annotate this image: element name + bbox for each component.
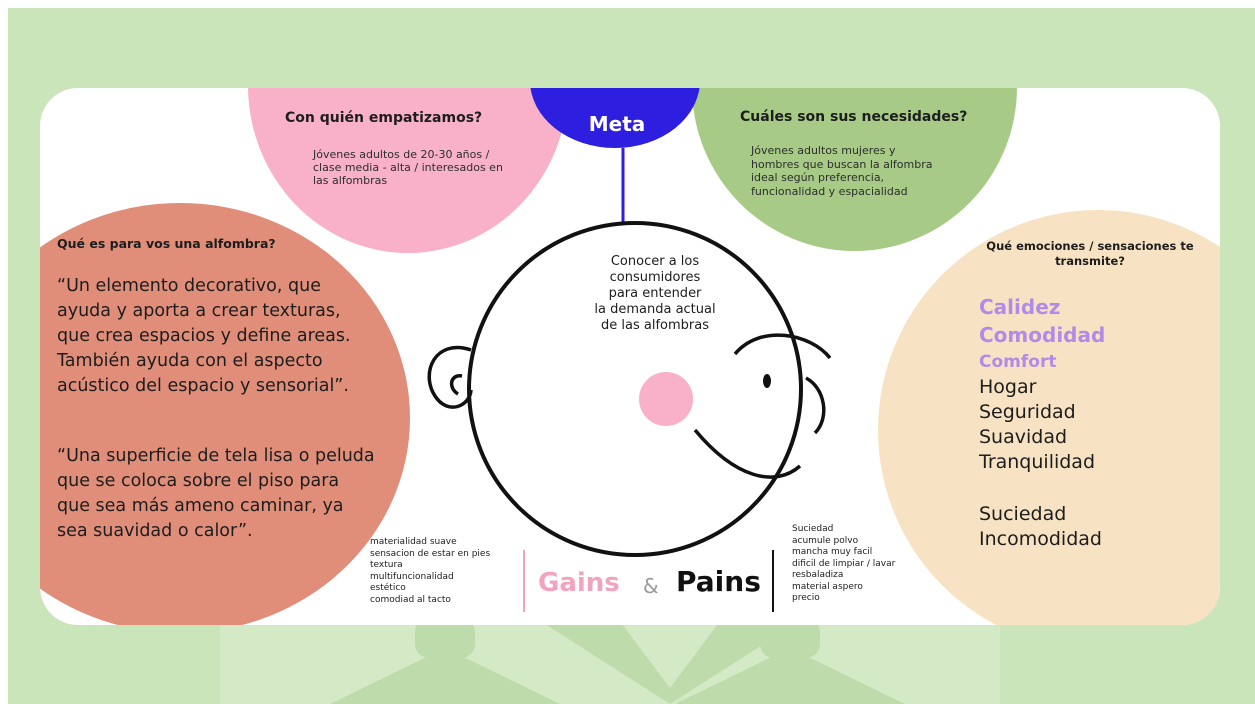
emotion-item: Hogar [979,376,1037,398]
pain-item: dificil de limpiar / lavar [792,558,896,569]
empathy-line: las alfombras [313,174,388,187]
empathy-line: Jóvenes adultos de 20-30 años / [313,148,490,161]
goal-line: consumidores [609,270,701,285]
empathy-map-card: Con quién empatizamos? Jóvenes adultos d… [40,88,1220,625]
gain-item: textura [370,560,403,570]
pain-item: mancha muy facil [792,547,873,557]
gain-item: estético [370,583,406,593]
pain-item: material aspero [792,581,863,592]
rug-definition-circle [40,203,410,625]
ear-left [427,346,473,409]
eye [763,374,771,388]
rug-quote-1: “Un elemento decorativo, que ayuda y apo… [57,276,351,396]
face-illustration [427,148,832,557]
pains-divider [772,550,774,612]
nose [639,372,693,426]
gains-label: Gains [538,568,620,598]
ear-right [805,376,826,435]
rug-question-title: Qué es para vos una alfombra? [57,236,276,251]
gain-item: materialidad suave [370,537,457,547]
eyebrow [733,333,832,360]
emotion-item: Suciedad [979,503,1067,525]
emotion-item: Incomodidad [979,528,1102,550]
goal-line: de las alfombras [601,318,709,333]
pains-label: Pains [676,565,761,598]
needs-title: Cuáles son sus necesidades? [740,109,968,125]
emotion-item: Comodidad [979,323,1106,347]
gain-item: sensacion de estar en pies [370,548,491,559]
goal-line: para entender [608,286,702,301]
ear-inner [449,374,463,396]
mouth [693,428,802,479]
goal-line: la demanda actual [594,302,716,317]
needs-line: ideal según preferencia, [751,171,885,184]
emotion-item: Calidez [979,295,1061,319]
needs-line: funcionalidad y espacialidad [751,184,908,198]
emotion-item: Seguridad [979,401,1076,423]
emotion-item: Suavidad [979,426,1068,448]
gains-list: materialidad suave sensacion de estar en… [370,537,520,606]
ampersand: & [643,574,659,598]
gain-item: multifuncionalidad [370,571,454,582]
emotion-item: Comfort [979,352,1057,372]
emotion-item: Tranquilidad [979,451,1096,473]
gain-item: comodiad al tacto [370,594,451,605]
pain-item: Suciedad [792,524,834,534]
meta-title: Meta [588,112,646,136]
empathy-title: Con quién empatizamos? [285,110,483,126]
gains-divider [523,550,525,612]
emotions-title: Qué emociones / sensaciones te transmite… [986,239,1194,268]
empathy-line: clase media - alta / interesados en [313,161,503,174]
pain-item: precio [792,593,820,603]
needs-line: hombres que buscan la alfombra [751,157,933,171]
empathy-text: Jóvenes adultos de 20-30 años / clase me… [313,148,563,187]
pain-item: acumule polvo [792,535,859,546]
needs-line: Jóvenes adultos mujeres y [751,144,896,157]
goal-statement: Conocer a los consumidores para entender… [555,254,755,334]
rug-quote-2: “Una superficie de tela lisa o peluda qu… [57,446,375,541]
pains-list: Suciedad acumule polvo mancha muy facil … [792,524,952,605]
head-outline [467,221,803,557]
pain-item: resbaladiza [792,570,844,580]
goal-line: Conocer a los [610,254,700,269]
needs-text: Jóvenes adultos mujeres y hombres que bu… [751,144,986,198]
